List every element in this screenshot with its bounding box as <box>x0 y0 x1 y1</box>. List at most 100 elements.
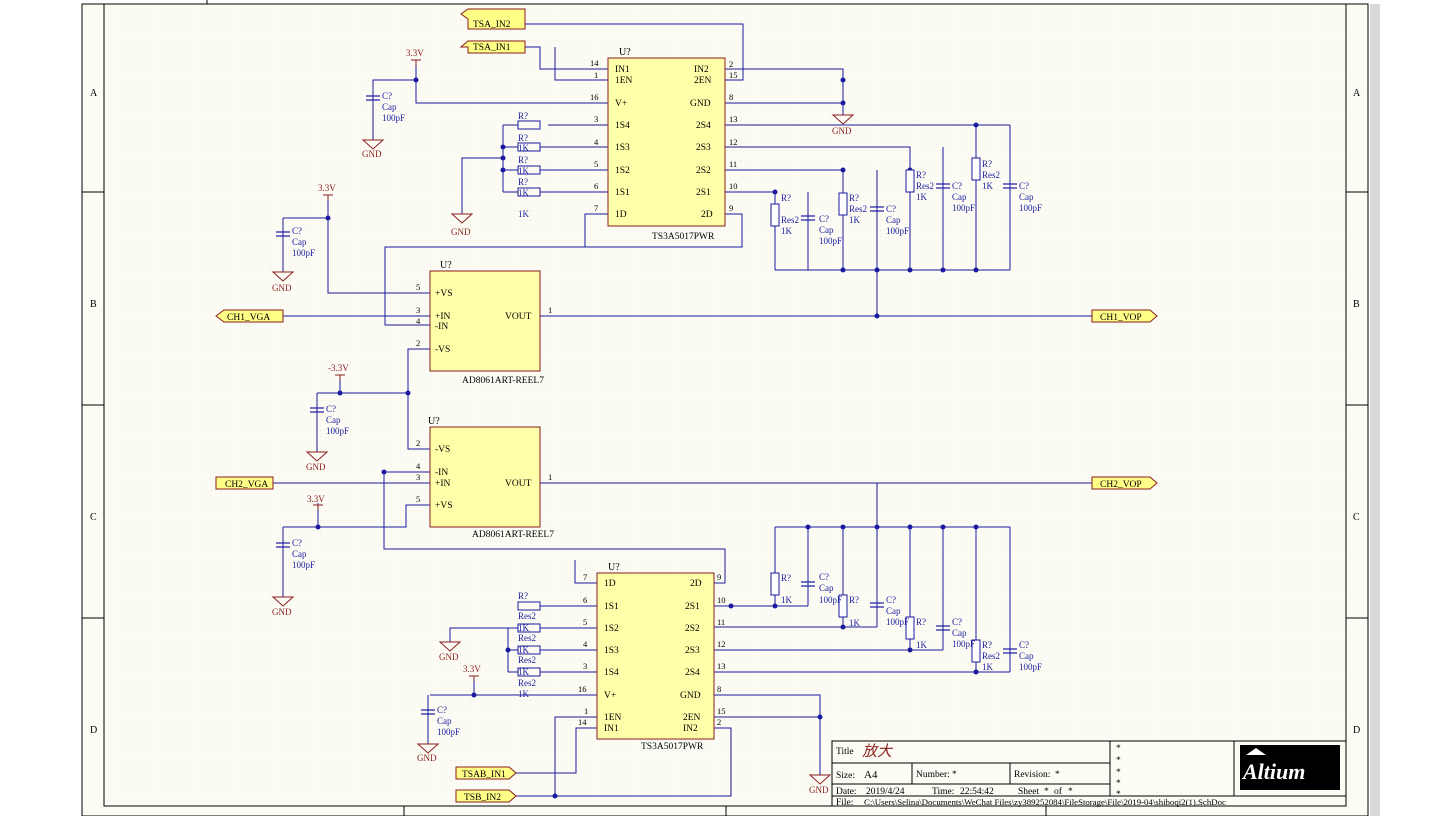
svg-text:5: 5 <box>594 159 598 169</box>
pin-2d: 2D <box>701 210 713 220</box>
date-label: Date: <box>836 787 857 797</box>
star-mark: * <box>1116 744 1121 754</box>
gnd-label: GND <box>809 785 829 795</box>
res-value: 1K <box>518 188 530 198</box>
pin-1s3: 1S3 <box>615 143 630 153</box>
pin-nin: -IN <box>435 322 448 332</box>
cap-type: Cap <box>886 606 901 616</box>
cap-value: 100pF <box>819 236 842 246</box>
star-mark: * <box>1116 756 1121 766</box>
resistors-bottom-inputs: R? Res2 1K Res2 1K Res2 1K Res2 1K <box>508 591 541 699</box>
svg-text:5: 5 <box>416 494 420 504</box>
cap-value: 100pF <box>819 595 842 605</box>
time-value: 22:54:42 <box>960 787 994 797</box>
res-ref: R? <box>849 193 859 203</box>
power-3v3: 3.3V <box>406 48 424 58</box>
op-amp-1: U? +VS +IN -IN -VS VOUT 534 21 AD8061ART… <box>416 260 552 386</box>
file-value: C:\Users\Selina\Documents\WeChat Files\z… <box>864 797 1226 807</box>
number-label: Number: <box>916 770 950 780</box>
power-3v3: 3.3V <box>307 494 325 504</box>
pin-2en: 2EN <box>683 713 701 723</box>
svg-text:15: 15 <box>729 70 738 80</box>
port-tsa-in1: TSA_IN1 <box>473 43 511 53</box>
cap-value: 100pF <box>292 560 315 570</box>
cap-value: 100pF <box>1019 203 1042 213</box>
pin-nin: -IN <box>435 468 448 478</box>
svg-text:5: 5 <box>583 617 587 627</box>
ref-label: U? <box>619 47 631 58</box>
pin-gnd: GND <box>690 99 711 109</box>
pin-1s1: 1S1 <box>615 188 630 198</box>
pin-1en: 1EN <box>615 76 633 86</box>
row-label-c-right: C <box>1353 512 1360 523</box>
power-neg-3v3: -3.3V <box>328 363 349 373</box>
pin-2s2: 2S2 <box>696 166 711 176</box>
svg-text:7: 7 <box>583 572 587 582</box>
res-ref: R? <box>849 595 859 605</box>
svg-text:11: 11 <box>717 617 725 627</box>
cap-value: 100pF <box>382 113 405 123</box>
switch-ic-bottom: U? 1D 1S1 1S2 1S3 1S4 V+ 1EN IN1 2D 2S1 … <box>578 562 726 752</box>
row-label-a-right: A <box>1353 88 1361 99</box>
sheet-label: Sheet <box>1018 787 1039 797</box>
svg-text:5: 5 <box>416 282 420 292</box>
title-label: Title <box>836 747 854 757</box>
number-value: * <box>952 770 957 780</box>
feedback-network-top: R? Res2 1K C? Cap 100pF R? Res2 1K C? Ca… <box>770 157 1042 246</box>
res-value: 1K <box>849 618 861 628</box>
pin-in2: IN2 <box>694 65 709 75</box>
pin-1en: 1EN <box>604 713 622 723</box>
pin-1d: 1D <box>604 579 616 589</box>
gnd-label: GND <box>439 652 459 662</box>
res-value: 1K <box>849 215 861 225</box>
cap-type: Cap <box>437 716 452 726</box>
cap-ref: C? <box>292 538 302 548</box>
res-type: Res2 <box>518 655 536 665</box>
svg-text:3: 3 <box>416 305 420 315</box>
port-ch2-vop: CH2_VOP <box>1100 480 1142 490</box>
res-ref: R? <box>982 640 992 650</box>
pin-2s2: 2S2 <box>685 624 700 634</box>
gnd-label: GND <box>451 227 471 237</box>
res-value: 1K <box>518 645 530 655</box>
cap-ref: C? <box>1019 640 1029 650</box>
power-3v3: 3.3V <box>463 664 481 674</box>
cap-value: 100pF <box>952 203 975 213</box>
res-type: Res2 <box>518 611 536 621</box>
svg-text:14: 14 <box>590 58 599 68</box>
cap-value: 100pF <box>292 248 315 258</box>
capacitors-left: C? Cap 100pF C? Cap 100pF C? Cap 100pF C… <box>276 91 460 737</box>
cap-type: Cap <box>819 583 834 593</box>
res-ref: R? <box>518 155 528 165</box>
row-label-c-left: C <box>90 512 97 523</box>
svg-text:1: 1 <box>584 706 588 716</box>
pin-pin: +IN <box>435 312 451 322</box>
pin-gnd: GND <box>680 691 701 701</box>
cap-type: Cap <box>292 237 307 247</box>
svg-text:1: 1 <box>548 472 552 482</box>
pin-1s2: 1S2 <box>604 624 619 634</box>
res-ref: R? <box>518 133 528 143</box>
cap-value: 100pF <box>952 639 975 649</box>
cap-value: 100pF <box>326 426 349 436</box>
row-label-d-left: D <box>90 725 97 736</box>
svg-text:2: 2 <box>416 438 420 448</box>
pin-1s2: 1S2 <box>615 166 630 176</box>
pin-in2: IN2 <box>683 724 698 734</box>
pin-1s3: 1S3 <box>604 646 619 656</box>
ref-label: U? <box>440 260 452 271</box>
pin-2s4: 2S4 <box>696 121 711 131</box>
svg-text:3: 3 <box>594 114 598 124</box>
cap-ref: C? <box>326 404 336 414</box>
pin-nvs: -VS <box>435 345 450 355</box>
gnd-label: GND <box>417 753 437 763</box>
res-ref: R? <box>518 591 528 601</box>
pin-1s1: 1S1 <box>604 602 619 612</box>
row-label-b-left: B <box>90 299 97 310</box>
gnd-label: GND <box>306 462 326 472</box>
cap-ref: C? <box>292 226 302 236</box>
cap-type: Cap <box>952 192 967 202</box>
res-type: Res2 <box>916 181 934 191</box>
pin-pvs: +VS <box>435 289 453 299</box>
